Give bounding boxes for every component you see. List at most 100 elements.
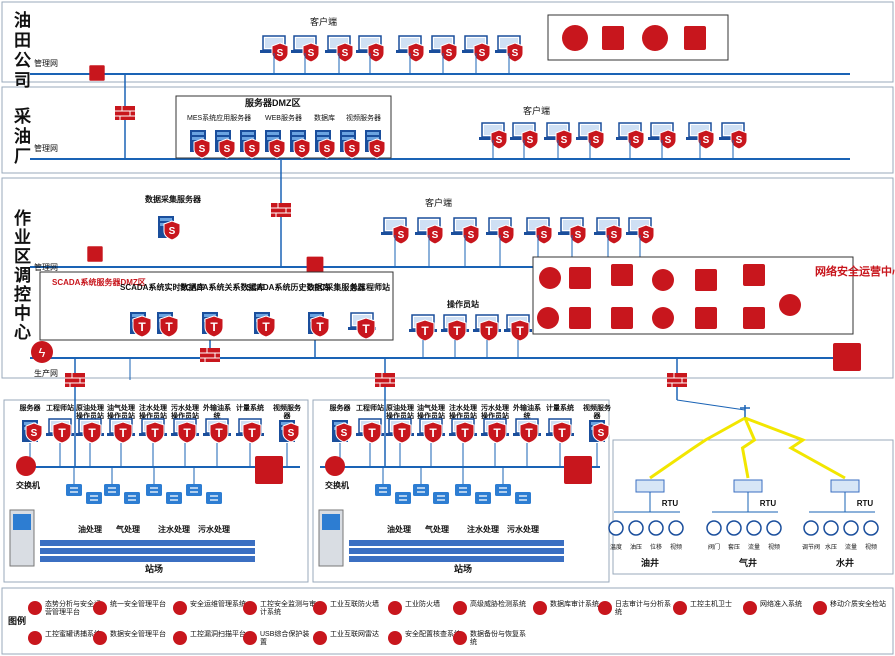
label-station: 站场 — [145, 563, 163, 574]
host-guard-icon — [487, 421, 507, 444]
soc-tool-icon — [652, 269, 674, 291]
station-label: 操作员站 — [481, 411, 509, 420]
soc-tool-icon — [779, 294, 801, 316]
security-platform-icon — [684, 26, 706, 50]
legend-title: 图例 — [8, 615, 26, 626]
rtu-icon — [635, 479, 665, 493]
station-label: 操作员站 — [171, 411, 199, 420]
legend-label: 置 — [260, 638, 267, 646]
station-label: 外输油系 — [203, 403, 231, 412]
soc-tool-icon — [611, 264, 633, 286]
label-server-dmz: 服务器DMZ区 — [245, 97, 301, 108]
legend-label: 数据库审计系统 — [550, 599, 599, 608]
host-guard-icon — [25, 422, 43, 443]
label-data-collect: 数据采集服务器 — [145, 194, 202, 204]
legend-icon — [388, 601, 402, 615]
threat-detect-icon — [87, 246, 103, 262]
wireless-link — [649, 416, 746, 480]
station-label: 注水处理 — [449, 403, 477, 412]
legend-icon — [28, 601, 42, 615]
legend-icon — [243, 601, 257, 615]
host-guard-icon — [204, 315, 224, 338]
legend-label: 工控安全监测与审 — [260, 599, 316, 608]
station-label: 操作员站 — [449, 411, 477, 420]
security-platform-icon — [642, 25, 668, 51]
station-label: 原油处理 — [76, 403, 104, 412]
legend-label: 安全配置核查系统 — [405, 629, 461, 638]
label-scada-rel: SCADA系统关系数据库 — [180, 282, 264, 292]
legend-label: 网络准入系统 — [760, 599, 802, 608]
soc-tool-icon — [569, 267, 591, 289]
switch-icon — [185, 483, 203, 497]
legend-icon — [453, 631, 467, 645]
legend-icon — [313, 631, 327, 645]
switch-icon — [205, 491, 223, 505]
label-client-1: 客户端 — [310, 16, 337, 27]
legend-label: 移动介质安全检站 — [830, 599, 886, 608]
station-label: 油气处理 — [107, 403, 135, 412]
host-guard-icon — [310, 315, 330, 338]
station-label: 油气处理 — [417, 403, 445, 412]
sensor-label: 调节阀 — [802, 543, 820, 551]
usb-protector-icon — [564, 456, 592, 484]
host-guard-icon — [113, 421, 133, 444]
switch-icon — [123, 491, 141, 505]
switch-icon — [16, 456, 36, 476]
label-client-2: 客户端 — [523, 105, 550, 116]
rtu-icon — [733, 479, 763, 493]
legend-label: 计系统 — [260, 607, 281, 616]
sensor-label: 水压 — [825, 543, 837, 551]
security-platform-icon — [602, 26, 624, 50]
host-guard-icon — [318, 138, 336, 159]
soc-tool-icon — [611, 307, 633, 329]
process-label: 油处理 — [387, 524, 411, 534]
host-guard-icon — [293, 138, 311, 159]
legend-icon — [93, 631, 107, 645]
label-mgmt-net-3: 管理网 — [34, 262, 58, 272]
legend-label: 工业互联网雷达 — [330, 629, 379, 638]
label-rtu: RTU — [857, 499, 874, 508]
host-guard-icon — [368, 138, 386, 159]
switch-icon — [325, 456, 345, 476]
label-scada-rt: SCADA系统实时数据库 — [120, 282, 204, 292]
antenna-icon — [740, 405, 750, 420]
legend-icon — [453, 601, 467, 615]
label-client-3: 客户端 — [425, 197, 452, 208]
legend-label: 统 — [470, 637, 477, 646]
legend-icon — [813, 601, 827, 615]
host-guard-icon — [282, 422, 300, 443]
station-label: 服务器 — [330, 403, 352, 412]
host-guard-icon — [392, 421, 412, 444]
legend-icon — [388, 631, 402, 645]
sensor-icon — [863, 520, 879, 536]
sensor-icon — [823, 520, 839, 536]
switch-icon — [145, 483, 163, 497]
station-label: 污水处理 — [481, 403, 509, 412]
label-mgmt-net-1: 管理网 — [34, 58, 58, 68]
label-well: 气井 — [738, 557, 757, 568]
label-prod-net: 生产网 — [34, 368, 58, 378]
station-label: 工程师站 — [46, 403, 74, 412]
host-guard-icon — [447, 319, 467, 342]
io-rack — [349, 540, 564, 546]
sensor-label: 流量 — [845, 543, 857, 551]
process-label: 污水处理 — [198, 524, 230, 534]
legend-label: 日志审计与分析系 — [615, 599, 671, 608]
host-guard-icon — [455, 421, 475, 444]
soc-tool-icon — [743, 264, 765, 286]
legend-icon — [673, 601, 687, 615]
label-station: 站场 — [454, 563, 472, 574]
label-rtu: RTU — [662, 499, 679, 508]
label-opc: OPC采集服务器 — [308, 282, 366, 292]
firewall-icon — [270, 202, 292, 218]
soc-tool-icon — [652, 307, 674, 329]
io-rack — [40, 548, 255, 554]
host-guard-icon — [552, 421, 572, 444]
legend-label: 营管理平台 — [45, 607, 80, 616]
host-guard-icon — [592, 422, 610, 443]
label-mgmt-net-2: 管理网 — [34, 143, 58, 153]
host-guard-icon — [343, 138, 361, 159]
legend-label: 工控蜜罐诱捕系统 — [45, 629, 101, 638]
station-label: 操作员站 — [76, 411, 104, 420]
